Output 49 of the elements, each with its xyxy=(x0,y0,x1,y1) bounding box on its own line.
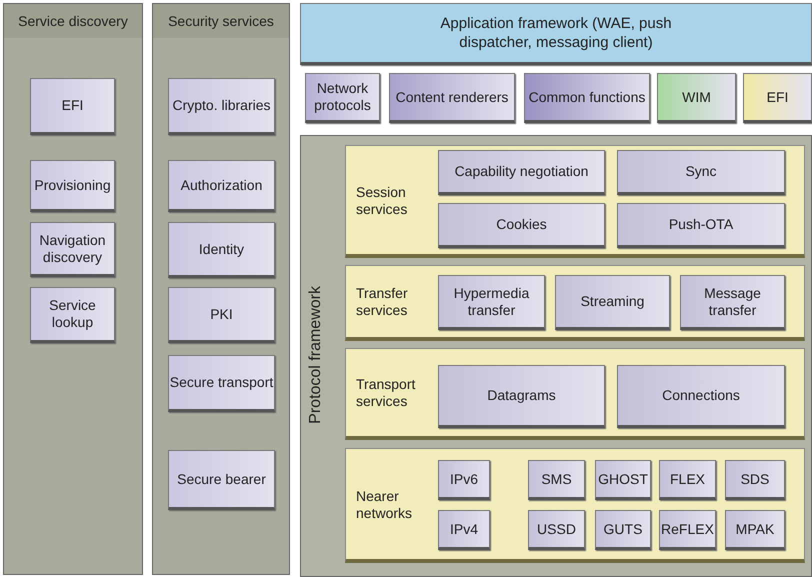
column-heading: Service discovery xyxy=(4,4,142,38)
layer-label: Session services xyxy=(356,184,408,218)
layer-band xyxy=(345,265,805,341)
layer-band xyxy=(345,348,805,440)
module-box: MPAK xyxy=(725,510,785,550)
module-box: Message transfer xyxy=(680,275,785,330)
module-box: Capability negotiation xyxy=(438,150,605,195)
module-box: Datagrams xyxy=(438,365,605,428)
module-box: Hypermedia transfer xyxy=(438,275,545,330)
module-box: Application framework (WAE, push dispatcher, messaging client) xyxy=(300,3,812,65)
module-box: Streaming xyxy=(555,275,670,330)
module-box: PKI xyxy=(168,287,275,343)
module-box: EFI xyxy=(743,73,812,123)
module-box: Cookies xyxy=(438,203,605,248)
module-box: Secure bearer xyxy=(168,450,275,510)
module-box: ReFLEX xyxy=(659,510,716,550)
layer-band xyxy=(345,448,805,563)
layer-label: Nearer networks xyxy=(356,488,414,522)
module-box: SMS xyxy=(528,460,585,500)
layer-label: Transfer services xyxy=(356,285,409,319)
module-box: Provisioning xyxy=(30,160,115,212)
column-panel xyxy=(152,3,290,575)
module-box: SDS xyxy=(725,460,785,500)
module-box: Secure transport xyxy=(168,355,275,412)
module-box: Sync xyxy=(617,150,785,195)
module-box: Content renderers xyxy=(389,73,515,123)
module-box: GUTS xyxy=(595,510,651,550)
module-box: Authorization xyxy=(168,160,275,212)
module-box: IPv4 xyxy=(438,510,490,550)
module-box: GHOST xyxy=(595,460,651,500)
module-box: WIM xyxy=(657,73,736,123)
module-box: Crypto. libraries xyxy=(168,78,275,135)
module-box: Common functions xyxy=(524,73,650,123)
module-box: EFI xyxy=(30,78,115,135)
module-box: Push-OTA xyxy=(617,203,785,248)
module-box: Navigation discovery xyxy=(30,222,115,277)
column-panel xyxy=(3,3,143,575)
module-box: USSD xyxy=(528,510,585,550)
module-box: Identity xyxy=(168,222,275,278)
framework-label: Protocol framework xyxy=(307,286,325,424)
module-box: IPv6 xyxy=(438,460,490,500)
layer-label: Transport services xyxy=(356,376,416,410)
module-box: Network protocols xyxy=(305,73,380,123)
framework-panel xyxy=(300,135,812,577)
module-box: FLEX xyxy=(659,460,716,500)
layer-band xyxy=(345,145,805,258)
module-box: Connections xyxy=(617,365,785,428)
column-heading: Security services xyxy=(153,4,289,38)
module-box: Service lookup xyxy=(30,287,115,343)
